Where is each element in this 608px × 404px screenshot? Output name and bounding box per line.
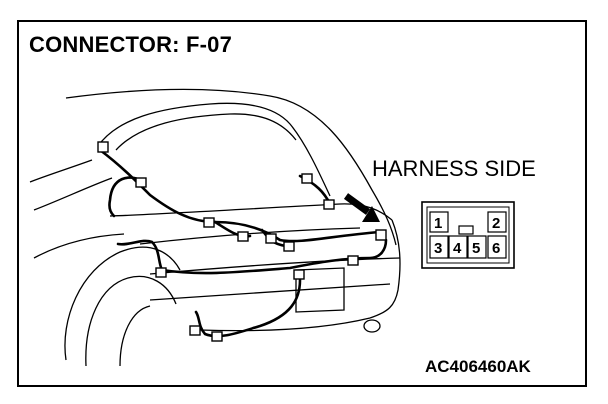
diagram-frame	[17, 20, 587, 387]
pin-1-label: 1	[434, 215, 442, 232]
figure-code: AC406460AK	[425, 357, 531, 376]
connector-face: 1 2 3 4 5 6	[421, 201, 515, 269]
connector-title: CONNECTOR: F-07	[29, 32, 233, 57]
pointer-arrow	[343, 193, 380, 222]
harness-connectors	[97, 141, 387, 342]
car-body-outline	[29, 88, 401, 367]
harness-side-label: HARNESS SIDE	[372, 156, 536, 181]
pin-5-label: 5	[472, 240, 480, 257]
wiring-harness	[98, 148, 388, 338]
pin-4-label: 4	[453, 240, 462, 257]
pin-3-label: 3	[434, 240, 442, 257]
pin-6-label: 6	[492, 240, 500, 257]
pin-2-label: 2	[492, 215, 500, 232]
